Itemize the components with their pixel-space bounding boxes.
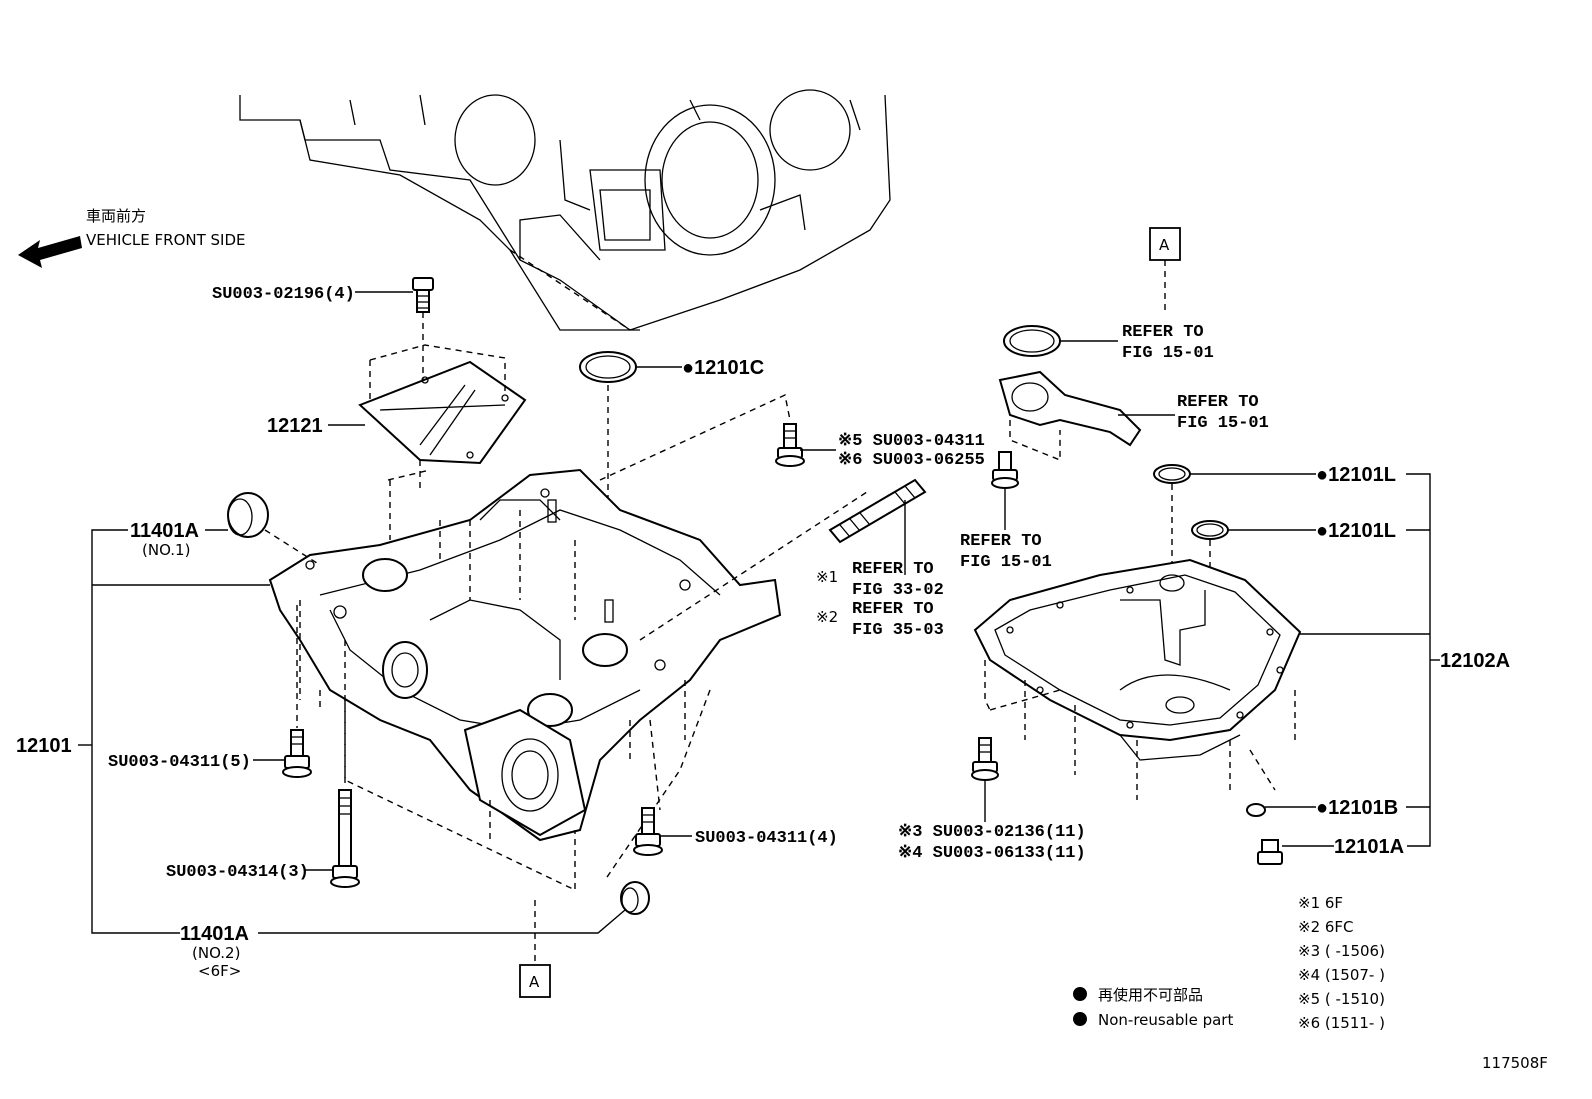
part-12101a-label: 12101A (1334, 836, 1404, 858)
note-4: ※4 (1507- ) (1298, 966, 1385, 984)
part-11401a-no2-variant: <6F> (198, 962, 241, 980)
pan-bolt-label-4: ※4 SU003-06133(11) (898, 844, 1086, 863)
drain-plug-12101a-icon (1257, 839, 1283, 865)
note-5: ※5 ( -1510) (1298, 990, 1385, 1008)
non-reusable-bullet-icon (1073, 987, 1087, 1001)
baffle-plate-icon (358, 360, 527, 465)
stud-bolt-upper-icon (775, 423, 805, 467)
non-reusable-bullet-icon-2 (1073, 1012, 1087, 1026)
direction-label-en: VEHICLE FRONT SIDE (86, 231, 246, 249)
stud-upper-label-6: ※6 SU003-06255 (838, 451, 985, 470)
part-12101l-1-label: ●12101L (1316, 464, 1396, 486)
bolt-left-icon (282, 729, 312, 778)
bolt-top-label: SU003-02196(4) (212, 285, 355, 304)
part-12121-label: 12121 (267, 415, 323, 437)
drain-gasket-12101b-icon (1246, 803, 1266, 817)
ref-box-a-top-label: A (1159, 236, 1170, 254)
figure-id: 117508F (1482, 1054, 1548, 1072)
bolt-long-label: SU003-04314(3) (166, 863, 309, 882)
part-12102a-label: 12102A (1440, 650, 1510, 672)
ref-15-01-c-line1: REFER TO (960, 532, 1042, 551)
oil-pan-lower-icon (973, 558, 1302, 761)
ref-33-02-line2: FIG 33-02 (852, 581, 944, 600)
ref-35-03-line2: FIG 35-03 (852, 621, 944, 640)
ref-33-02-line1: REFER TO (852, 560, 934, 579)
engine-block-outline (239, 89, 891, 331)
ref-35-03-marker: ※2 (816, 608, 838, 626)
ref-15-01-a-line2: FIG 15-01 (1122, 344, 1214, 363)
long-stud-icon (828, 478, 927, 544)
ref-15-01-c-line2: FIG 15-01 (960, 553, 1052, 572)
ref-box-a-bottom (519, 964, 551, 998)
strainer-bolt-icon (991, 451, 1019, 489)
bolt-bottom-label: SU003-04311(4) (695, 829, 838, 848)
bolt-top-icon (412, 277, 434, 313)
legend-jp: 再使用不可部品 (1098, 986, 1203, 1004)
note-6: ※6 (1511- ) (1298, 1014, 1385, 1032)
pan-bolt-label-3: ※3 SU003-02136(11) (898, 823, 1086, 842)
oil-pan-upper-icon (268, 468, 782, 842)
bolt-long-icon (330, 789, 360, 888)
oil-strainer-icon (998, 370, 1142, 447)
note-2: ※2 6FC (1298, 918, 1354, 936)
part-12101-label: 12101 (16, 735, 72, 757)
part-11401a-no1-label: 11401A (130, 520, 199, 542)
vehicle-front-arrow-icon (18, 236, 82, 268)
part-11401a-no1-sublabel: (NO.1) (142, 541, 190, 559)
part-12101c-label: ●12101C (682, 357, 764, 379)
ref-33-02-marker: ※1 (816, 568, 838, 586)
legend-en: Non-reusable part (1098, 1011, 1233, 1029)
ref-15-01-b-line2: FIG 15-01 (1177, 414, 1269, 433)
part-12101l-2-label: ●12101L (1316, 520, 1396, 542)
pan-bolt-icon (971, 737, 999, 781)
ref-15-01-b-line1: REFER TO (1177, 393, 1259, 412)
plug-11401a-no2-icon (620, 881, 650, 915)
note-3: ※3 ( -1506) (1298, 942, 1385, 960)
part-11401a-no2-label: 11401A (180, 923, 249, 945)
note-1: ※1 6F (1298, 894, 1343, 912)
bolt-left-label: SU003-04311(5) (108, 753, 251, 772)
plug-11401a-no1-icon (227, 492, 269, 538)
ref-box-a-top (1149, 227, 1181, 261)
part-11401a-no2-sublabel: (NO.2) (192, 944, 240, 962)
ref-15-01-a-line1: REFER TO (1122, 323, 1204, 342)
part-12101b-label: ●12101B (1316, 797, 1398, 819)
ref-box-a-bottom-label: A (529, 973, 540, 991)
direction-label-jp: 車両前方 (86, 207, 146, 225)
bolt-bottom-icon (633, 807, 663, 856)
ref-35-03-line1: REFER TO (852, 600, 934, 619)
stud-upper-label-5: ※5 SU003-04311 (838, 432, 985, 451)
